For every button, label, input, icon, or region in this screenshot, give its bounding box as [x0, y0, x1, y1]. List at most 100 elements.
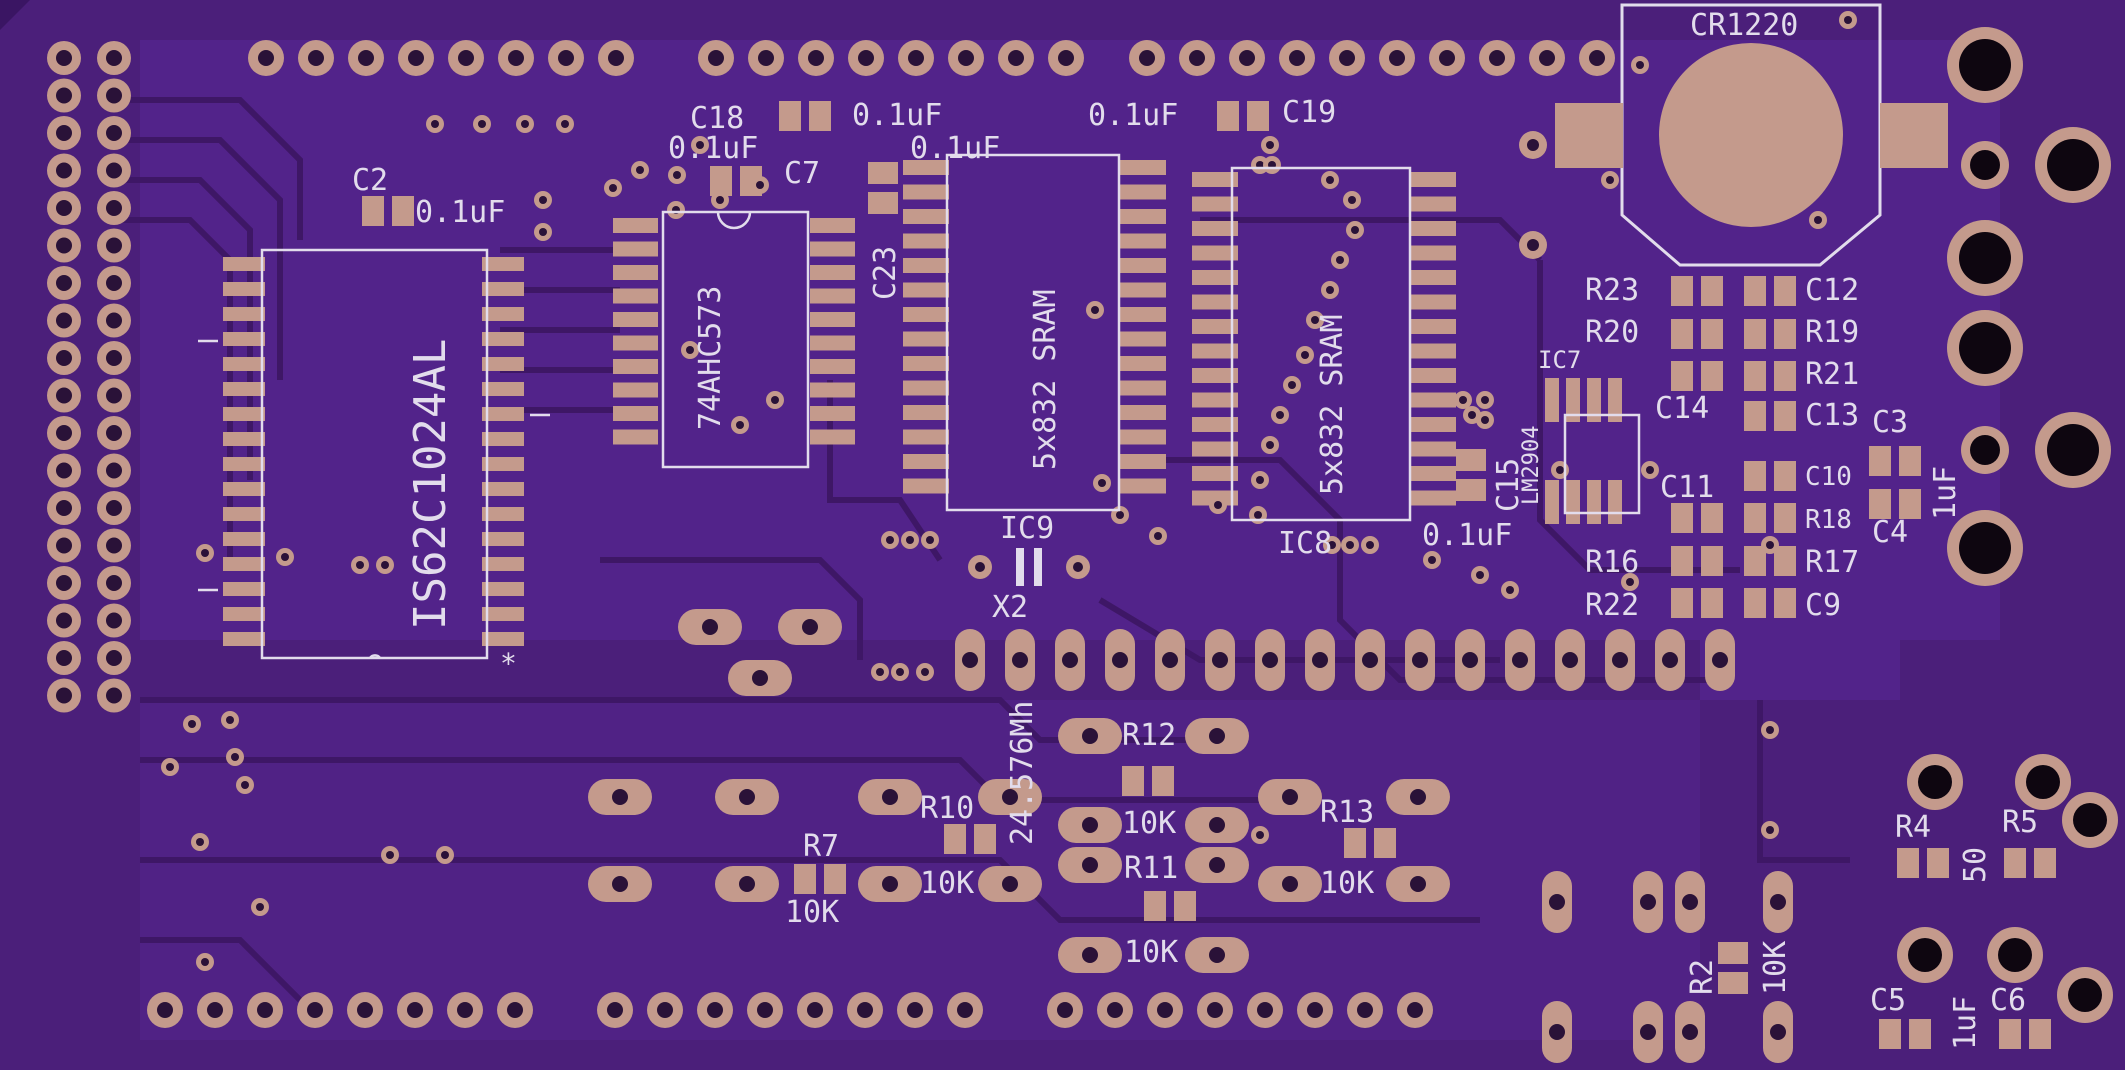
- pad-hole: [56, 425, 72, 441]
- pad-hole: [907, 1002, 923, 1018]
- label-c19: C19: [1282, 95, 1336, 130]
- smd-pad: [1869, 446, 1891, 476]
- pad-hole: [106, 312, 122, 329]
- pad-hole: [106, 50, 122, 66]
- pad-hole: [802, 619, 818, 635]
- smd-pad: [1718, 942, 1748, 964]
- pad-hole: [357, 1002, 373, 1018]
- ic-pad: [1120, 429, 1166, 445]
- ic-pad: [1410, 294, 1456, 310]
- crystal-x2: [968, 548, 1090, 586]
- ic-pad: [613, 265, 658, 280]
- pad-hole: [1549, 1024, 1565, 1040]
- pad-hole: [1209, 728, 1225, 744]
- via-hole: [521, 120, 529, 128]
- pad-hole: [1770, 1024, 1786, 1040]
- ic-pad: [1410, 172, 1456, 187]
- pad-hole: [1058, 50, 1074, 66]
- ic-pad: [1410, 221, 1456, 236]
- label-c15-value: 0.1uF: [1422, 518, 1512, 553]
- pad-hole: [857, 1002, 873, 1018]
- via-hole: [1301, 351, 1309, 359]
- label-c2-value: 0.1uF: [415, 195, 505, 230]
- ic-pad: [903, 184, 949, 200]
- label-74ahc573: 74AHC573: [693, 286, 728, 431]
- pad-hole: [1107, 1002, 1123, 1018]
- smd-pad: [944, 824, 966, 854]
- connector-hole: [1970, 435, 2000, 465]
- pad-hole: [1612, 652, 1628, 668]
- pad-hole: [1770, 894, 1786, 910]
- pad-hole: [106, 275, 122, 291]
- label-lm2904: LM2904: [1519, 426, 1544, 505]
- pad-hole: [1282, 876, 1298, 892]
- pad-hole: [1312, 652, 1328, 668]
- pad-hole: [752, 670, 768, 686]
- smd-pad: [1744, 588, 1766, 618]
- smd-pad: [1217, 101, 1239, 131]
- smd-pad: [1718, 972, 1748, 994]
- pad-hole: [1589, 50, 1605, 66]
- ic-pad: [223, 382, 265, 396]
- ic-pad: [482, 532, 524, 546]
- connector-hole: [2047, 424, 2099, 476]
- label-r7: R7: [803, 829, 839, 864]
- smd-pad: [1671, 546, 1693, 576]
- pad-hole: [257, 1002, 273, 1018]
- pad-hole: [458, 50, 474, 66]
- smd-pad: [868, 192, 898, 214]
- ic-pad: [223, 257, 265, 271]
- pad-hole: [1412, 652, 1428, 668]
- pad-hole: [612, 789, 628, 805]
- smd-pad: [1152, 766, 1174, 796]
- top-headers: [248, 40, 1615, 76]
- pad-hole: [1209, 817, 1225, 833]
- ic-pad: [1410, 319, 1456, 334]
- smd-pad: [1671, 361, 1693, 391]
- pad-hole: [1189, 50, 1205, 66]
- label-r4-r5-value: 50: [1958, 847, 1993, 883]
- label-r10-value: 10K: [920, 866, 974, 901]
- pad-hole: [1339, 50, 1355, 66]
- via-hole: [921, 668, 929, 676]
- smd-pad: [1774, 503, 1796, 533]
- ic-pad: [1120, 331, 1166, 347]
- via-hole: [1468, 411, 1476, 419]
- ic-pad: [223, 632, 265, 646]
- via-hole: [896, 668, 904, 676]
- ic-pad: [1192, 196, 1238, 212]
- pad-hole: [1209, 857, 1225, 873]
- ic-pad: [1120, 356, 1166, 371]
- ic-pad: [1410, 270, 1456, 285]
- label-c6: C6: [1990, 983, 2026, 1018]
- via-hole: [1346, 541, 1354, 549]
- pad-hole: [106, 200, 122, 216]
- ic-pad: [482, 557, 524, 571]
- ic-pad: [1120, 184, 1166, 200]
- via-hole: [1481, 416, 1489, 424]
- smd-pad: [1144, 891, 1166, 921]
- label-sram-2: 5x832 SRAM: [1315, 314, 1350, 495]
- smd-pad: [1774, 276, 1796, 306]
- ic-pad: [1410, 466, 1456, 481]
- pad-hole: [106, 162, 122, 179]
- smd-pad: [1247, 101, 1269, 131]
- ic-pad: [223, 557, 265, 571]
- via-hole: [736, 421, 744, 429]
- ic-pad: [810, 406, 855, 421]
- smd-pad: [1999, 1019, 2021, 1049]
- pad-hole: [1008, 50, 1024, 66]
- smd-pad: [1344, 828, 1366, 858]
- label-c5-c6-value: 1uF: [1948, 996, 1983, 1050]
- label-r2-value: 10K: [1758, 941, 1793, 995]
- pad-hole: [1139, 50, 1155, 66]
- ic-pad: [1192, 221, 1238, 236]
- label-c14: C14: [1655, 391, 1709, 426]
- pad-hole: [1640, 1024, 1656, 1040]
- via-hole: [1636, 61, 1644, 69]
- ic-pad: [903, 258, 949, 273]
- label-r16: R16: [1585, 545, 1639, 580]
- pad-hole: [56, 87, 72, 104]
- smd-pad: [362, 196, 384, 226]
- ic-pad: [903, 380, 949, 396]
